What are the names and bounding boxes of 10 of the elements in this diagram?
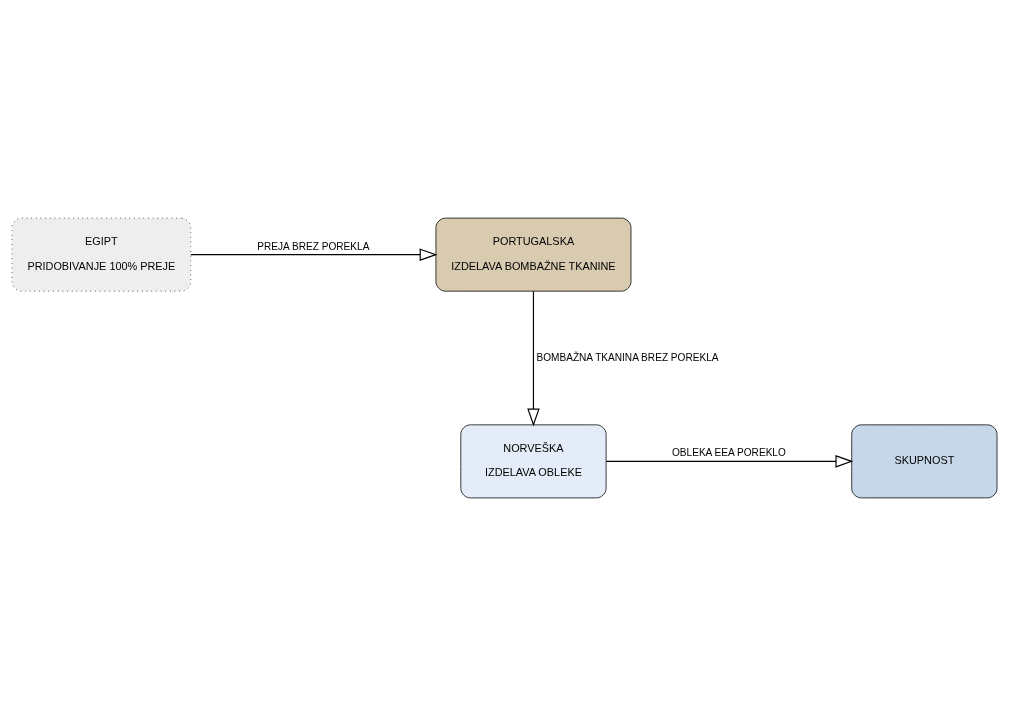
node-box: SKUPNOST (851, 424, 998, 499)
edge-label: BOMBAŽNA TKANINA BREZ POREKLA (536, 351, 719, 363)
arrow (605, 455, 854, 468)
node-box: EGIPT PRIDOBIVANJE 100% PREJE (11, 217, 192, 292)
edge-label: OBLEKA EEA POREKLO (671, 447, 786, 459)
arrow (527, 290, 540, 427)
node-box: NORVEŠKA IZDELAVA OBLEKE (460, 424, 607, 499)
node-box: PORTUGALSKA IZDELAVA BOMBAŽNE TKANINE (435, 217, 632, 292)
arrow (190, 248, 438, 261)
edge-label: PREJA BREZ POREKLA (257, 240, 370, 252)
